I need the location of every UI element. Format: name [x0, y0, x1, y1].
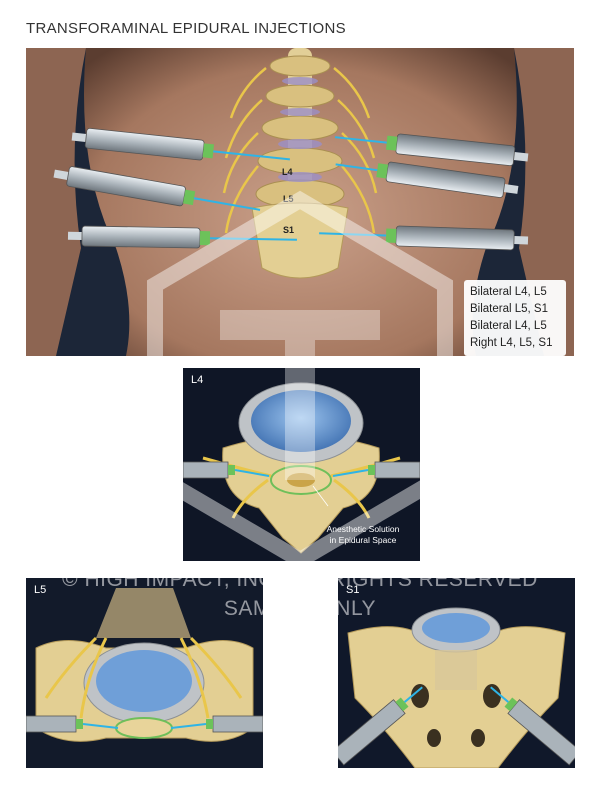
anesthetic-callout: Anesthetic Solution in Epidural Space	[313, 524, 413, 546]
l4-cross-section-panel: L4 Anesthetic Solution in Epidural Space	[183, 368, 420, 561]
syringes-right	[319, 133, 529, 251]
legend-item: Bilateral L5, S1	[470, 303, 548, 315]
watermark-sample: SAMPLE ONLY	[223, 597, 377, 620]
l4-vertebra-illustration	[183, 368, 420, 561]
legend-item: Bilateral L4, L5	[470, 286, 547, 298]
page-title: TRANSFORAMINAL EPIDURAL INJECTIONS	[26, 20, 346, 37]
vertebra-label-s1: S1	[283, 225, 295, 235]
back-spine-illustration	[26, 48, 574, 356]
vertebra-label-l5: L5	[283, 194, 294, 204]
s1-sacrum-panel: S1	[338, 578, 575, 768]
watermark-copyright: © HIGH IMPACT, INC. ALL RIGHTS RESERVED	[62, 568, 538, 591]
l5-cross-section-panel: L5	[26, 578, 263, 768]
vertebra-label-l4: L4	[282, 167, 293, 177]
legend-item: Bilateral L4, L5	[470, 320, 547, 332]
s1-sacrum-illustration	[338, 578, 575, 768]
panel-label-l4: L4	[191, 374, 204, 386]
panel-label-l5: L5	[34, 584, 47, 596]
panel-label-s1: S1	[346, 584, 360, 596]
l5-vertebra-illustration	[26, 578, 263, 768]
main-back-illustration: L4 L5 S1 Bilateral L4, L5 Bilateral L5, …	[26, 48, 574, 356]
callout-line: in Epidural Space	[329, 535, 397, 545]
injection-legend: Bilateral L4, L5 Bilateral L5, S1 Bilate…	[464, 280, 566, 356]
legend-item: Right L4, L5, S1	[470, 337, 553, 349]
spine	[222, 48, 378, 279]
syringes-left	[53, 127, 297, 249]
callout-line: Anesthetic Solution	[326, 524, 400, 534]
